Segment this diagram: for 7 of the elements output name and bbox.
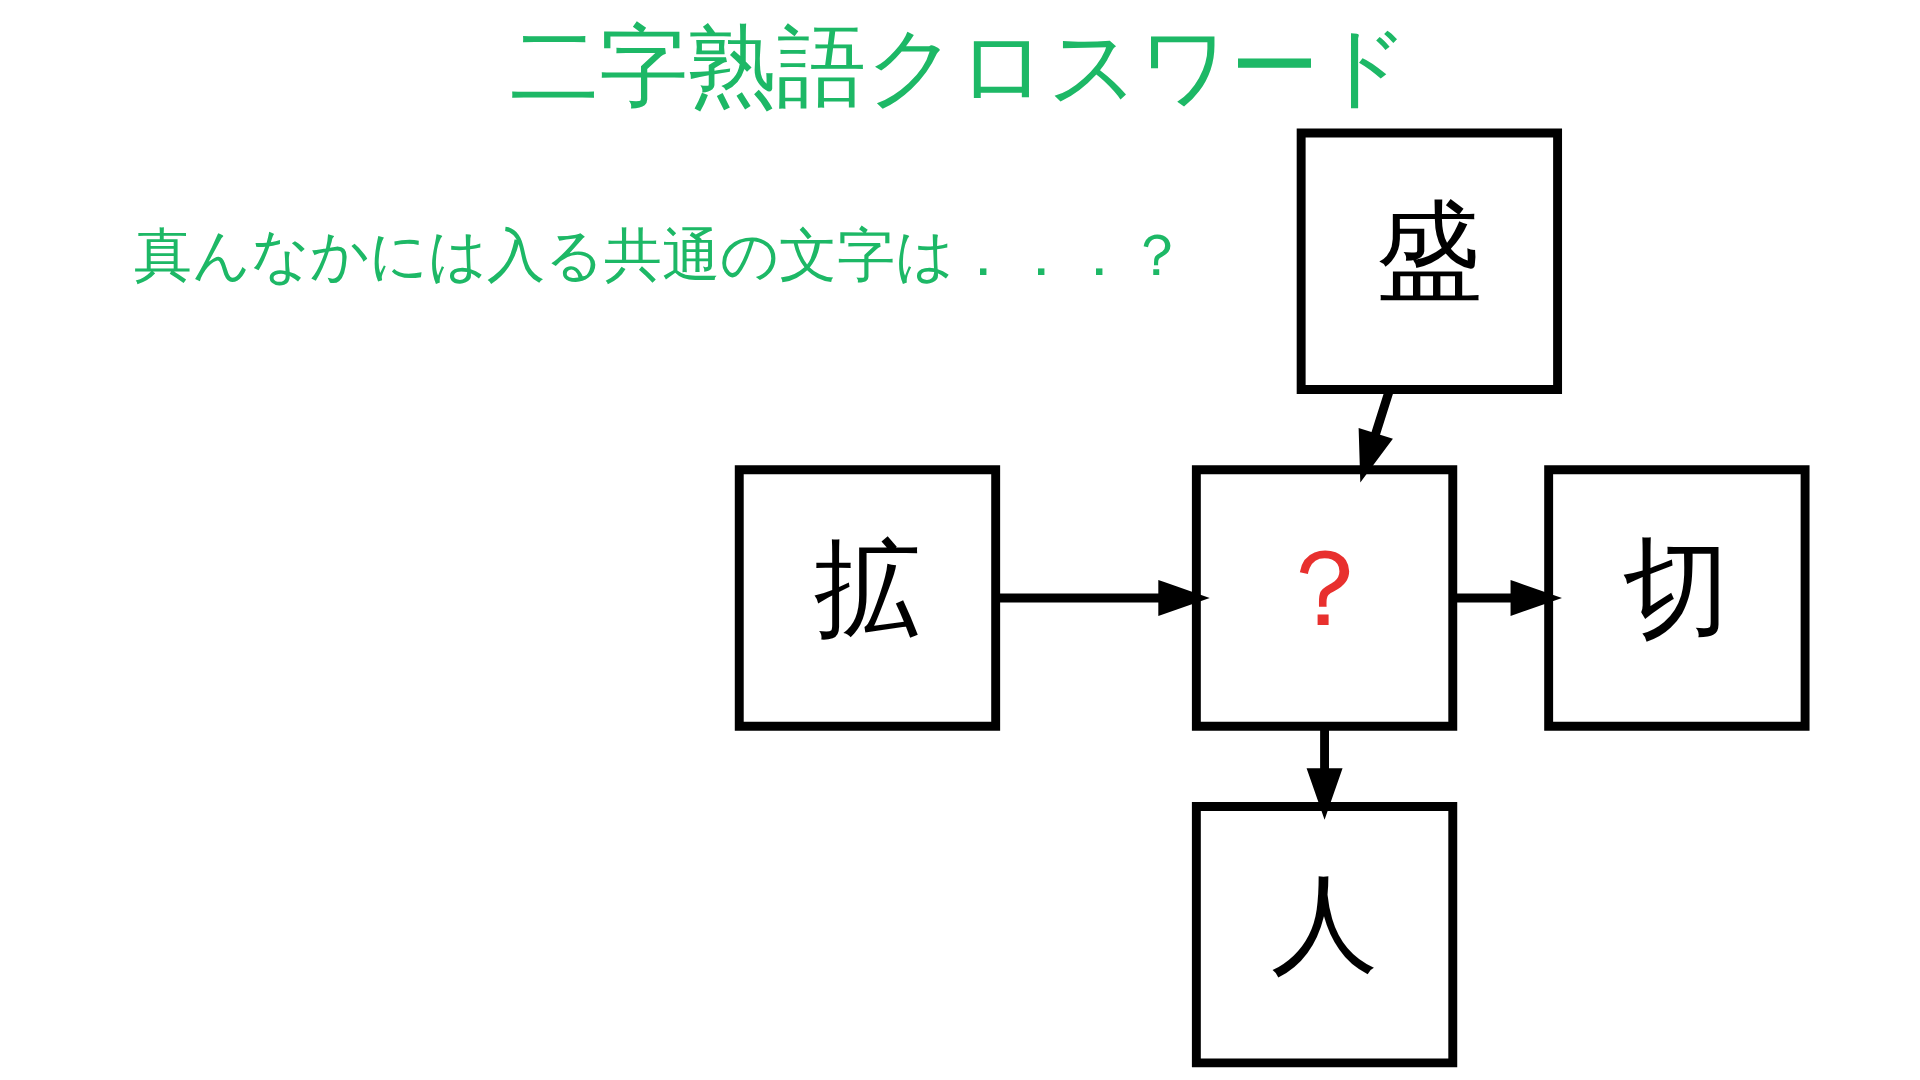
diagram-title: 二字熟語クロスワード [510,14,1410,119]
node-box: 拡 [734,465,1001,731]
node-box: 切 [1544,465,1810,731]
node-box: 人 [1191,802,1458,1068]
node-box: 盛 [1296,128,1563,394]
node-box: ？ [1191,465,1458,731]
label: 真んなかには入る共通の文字は．．．？ [134,221,1187,290]
